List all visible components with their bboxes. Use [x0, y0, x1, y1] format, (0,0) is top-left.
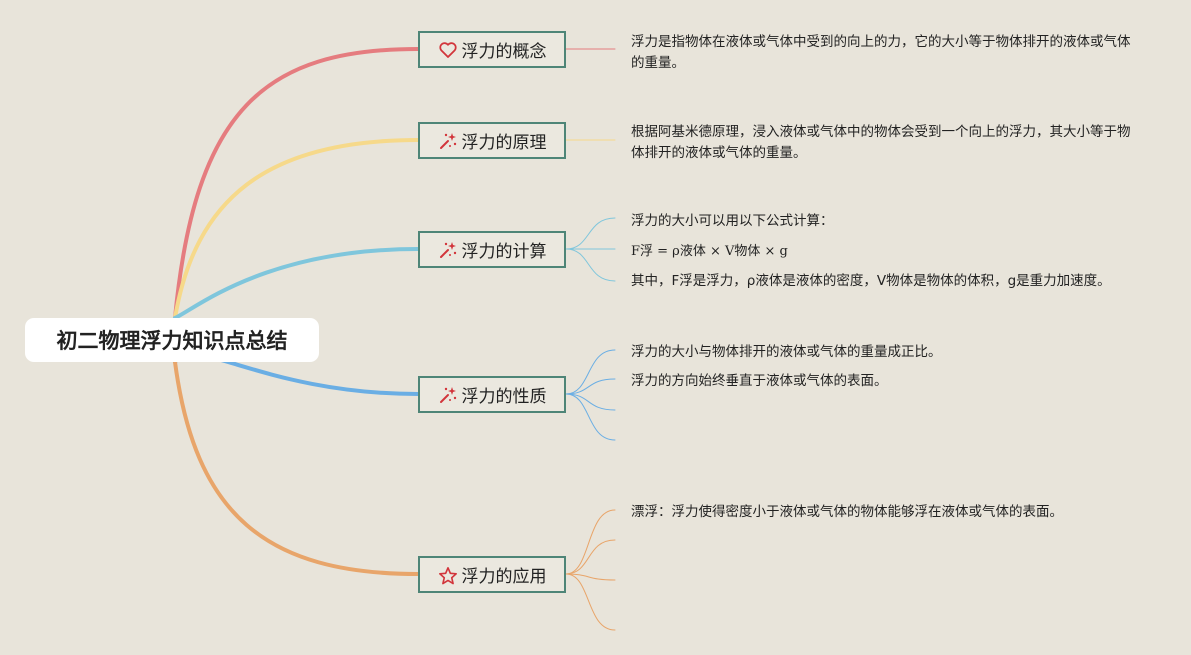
sparkle-wand-icon — [438, 385, 458, 405]
leaf-concept-definition[interactable]: 浮力是指物体在液体或气体中受到的向上的力，它的大小等于物体排开的液体或气体的重量… — [631, 34, 1131, 71]
leaf-connector-properties-3 — [565, 393, 616, 441]
leaf-calculation-intro[interactable]: 浮力的大小可以用以下公式计算： — [631, 213, 834, 229]
leaf-properties-direction[interactable]: 浮力的方向始终垂直于液体或气体的表面。 — [631, 373, 888, 389]
leaf-principle-archimedes[interactable]: 根据阿基米德原理，浸入液体或气体中的物体会受到一个向上的浮力，其大小等于物体排开… — [631, 124, 1131, 161]
leaf-properties-proportional[interactable]: 浮力的大小与物体排开的液体或气体的重量成正比。 — [631, 344, 942, 360]
leaf-calculation-explanation[interactable]: 其中，F浮是浮力，ρ液体是液体的密度，V物体是物体的体积，g是重力加速度。 — [631, 273, 1111, 289]
branch-concept[interactable]: 浮力的概念 — [418, 31, 566, 68]
leaf-connector-applications-1 — [565, 539, 616, 575]
sparkle-wand-icon — [438, 240, 458, 260]
leaf-connector-calculation-2 — [565, 248, 616, 282]
leaf-connector-applications-0 — [565, 509, 616, 575]
branch-calculation[interactable]: 浮力的计算 — [418, 231, 566, 268]
leaf-connector-properties-0 — [565, 349, 616, 395]
root-topic[interactable]: 初二物理浮力知识点总结 — [25, 318, 319, 362]
connector-calculation — [173, 247, 420, 320]
leaf-connector-properties-2 — [565, 393, 616, 411]
branch-principle[interactable]: 浮力的原理 — [418, 122, 566, 159]
leaf-calculation-formula[interactable]: F浮 = ρ液体 × V物体 × g — [631, 244, 788, 259]
leaf-connector-properties-1 — [565, 378, 616, 395]
connector-concept — [173, 47, 420, 320]
connector-principle — [173, 138, 420, 320]
leaf-connector-applications-3 — [565, 573, 616, 631]
sparkle-wand-icon — [438, 131, 458, 151]
branch-properties-label: 浮力的性质 — [461, 387, 547, 407]
branch-applications-label: 浮力的应用 — [461, 567, 547, 587]
leaf-connector-applications-2 — [565, 573, 616, 581]
branch-concept-label: 浮力的概念 — [461, 42, 547, 62]
branch-principle-label: 浮力的原理 — [461, 133, 547, 153]
branch-properties[interactable]: 浮力的性质 — [418, 376, 566, 413]
branch-calculation-label: 浮力的计算 — [461, 242, 547, 262]
branch-applications[interactable]: 浮力的应用 — [418, 556, 566, 593]
root-topic-label: 初二物理浮力知识点总结 — [56, 329, 288, 353]
heart-icon — [438, 40, 458, 60]
leaf-applications-floating[interactable]: 漂浮：浮力使得密度小于液体或气体的物体能够浮在液体或气体的表面。 — [631, 504, 1063, 520]
leaf-connector-calculation-0 — [565, 217, 616, 250]
star-icon — [438, 565, 458, 585]
connector-applications — [173, 360, 420, 576]
